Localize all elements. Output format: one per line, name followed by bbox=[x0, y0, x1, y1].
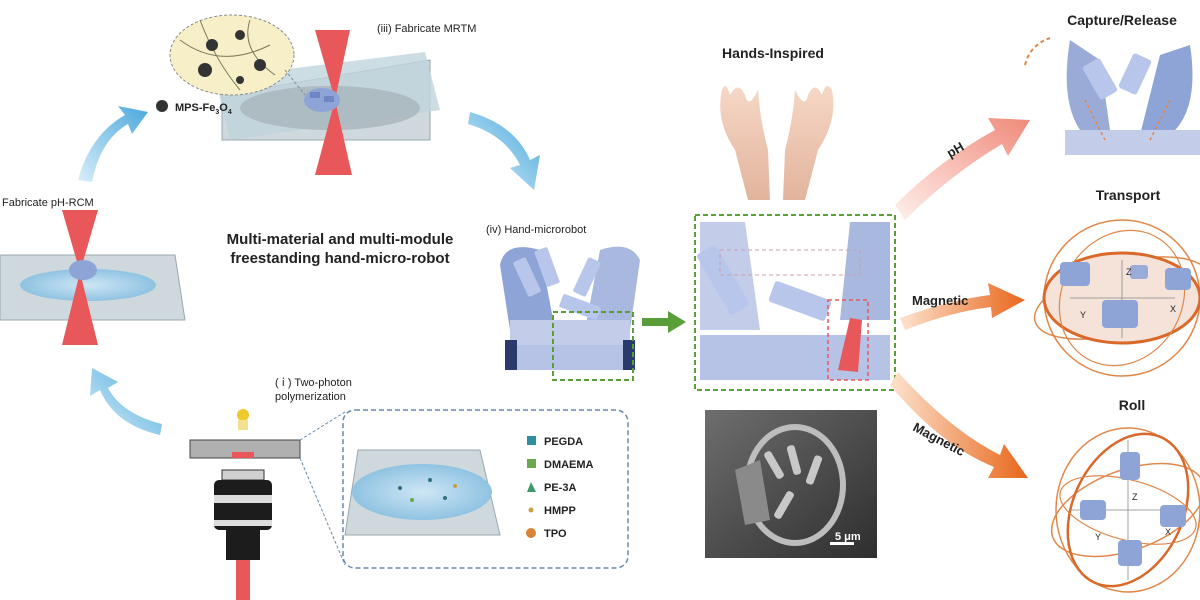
stimulus-arrows: pH Magnetic Magnetic bbox=[890, 118, 1030, 478]
legend-item-hmpp: HMPP bbox=[528, 505, 576, 517]
legend-label-dmaema: DMAEMA bbox=[544, 459, 594, 471]
capture-release-title: Capture/Release bbox=[1067, 12, 1177, 28]
roll-axis-y: Y bbox=[1095, 532, 1101, 542]
step-ii-group: Fabricate pH-RCM bbox=[0, 197, 186, 345]
sem-image: 5 μm bbox=[705, 410, 877, 558]
roll-axis-x: X bbox=[1165, 527, 1171, 537]
inset-resin-droplet bbox=[352, 464, 492, 520]
resin-droplet-ii bbox=[20, 269, 156, 301]
transport-axis-z: Z bbox=[1126, 267, 1132, 277]
center-title-line-1: Multi-material and multi-module bbox=[227, 231, 454, 248]
flow-arrow-ii-to-iii bbox=[78, 106, 148, 182]
flow-arrow-iii-to-iv bbox=[468, 112, 540, 190]
legend-item-pegda: PEGDA bbox=[527, 436, 583, 448]
transport-title: Transport bbox=[1096, 187, 1161, 203]
flow-arrow-i-to-ii bbox=[90, 368, 162, 435]
hand-microrobot-model bbox=[500, 246, 640, 381]
step-i-label-line-2: polymerization bbox=[275, 391, 346, 403]
scale-bar-label: 5 μm bbox=[835, 531, 861, 543]
legend-label-pegda: PEGDA bbox=[544, 436, 583, 448]
laser-beam-iii bbox=[315, 30, 350, 100]
transport-axis-x: X bbox=[1170, 304, 1176, 314]
legend-swatch-hmpp bbox=[528, 507, 534, 513]
legend-swatch-pe3a bbox=[527, 482, 536, 492]
legend-item-pe3a: PE-3A bbox=[527, 482, 576, 494]
step-i-group: ( ⅰ ) Two-photon polymerization PEGD bbox=[189, 377, 629, 600]
roll-axis-z: Z bbox=[1132, 492, 1138, 502]
center-title-line-2: freestanding hand-micro-robot bbox=[230, 250, 449, 267]
mps-label: MPS-Fe3O4 bbox=[175, 102, 232, 116]
zoom-box-small bbox=[552, 311, 634, 381]
step-ii-label: Fabricate pH-RCM bbox=[2, 197, 94, 209]
legend-label-hmpp: HMPP bbox=[544, 505, 576, 517]
magnetic-arrow-1 bbox=[900, 283, 1025, 330]
step-i-label-line-1: ( ⅰ ) Two-photon bbox=[275, 377, 352, 389]
magnetic-arrow-1-label: Magnetic bbox=[912, 293, 968, 308]
transport-axis-y: Y bbox=[1080, 310, 1086, 320]
hands-illustration bbox=[720, 86, 834, 200]
microscope-objective bbox=[189, 409, 301, 600]
laser-beam-ii bbox=[62, 210, 98, 272]
roll-title: Roll bbox=[1119, 397, 1145, 413]
micro-robot-ii bbox=[69, 260, 97, 280]
step-iii-label: (iii) Fabricate MRTM bbox=[377, 23, 476, 35]
zoom-arrow bbox=[642, 311, 686, 333]
micro-robot-iii bbox=[304, 88, 340, 112]
zoomed-hand-model bbox=[697, 222, 890, 381]
ph-arrow bbox=[895, 118, 1030, 220]
step-iv-group: (iv) Hand-microrobot bbox=[486, 224, 640, 381]
legend-swatch-dmaema bbox=[527, 459, 536, 468]
legend-label-pe3a: PE-3A bbox=[544, 482, 576, 494]
material-legend: PEGDA DMAEMA PE-3A HMPP TPO bbox=[526, 436, 594, 540]
mps-particle-icon bbox=[156, 100, 168, 112]
magnetic-arrow-2 bbox=[890, 372, 1028, 478]
step-iv-label: (iv) Hand-microrobot bbox=[486, 224, 586, 236]
legend-swatch-pegda bbox=[527, 436, 536, 445]
roll-group: Roll Z Y X bbox=[1050, 397, 1200, 593]
legend-item-dmaema: DMAEMA bbox=[527, 459, 594, 471]
hands-inspired-group: Hands-Inspired 5 μm bbox=[694, 45, 896, 558]
legend-swatch-tpo bbox=[526, 528, 536, 538]
legend-label-tpo: TPO bbox=[544, 528, 567, 540]
ph-responsive-module bbox=[838, 318, 862, 372]
step-iii-group: MPS-Fe3O4 (iii) Fabricate MRTM bbox=[156, 14, 476, 175]
transport-group: Transport Z Y X bbox=[1033, 187, 1200, 377]
hands-inspired-title: Hands-Inspired bbox=[722, 45, 824, 61]
capture-release-group: Capture/Release bbox=[1024, 12, 1200, 155]
legend-item-tpo: TPO bbox=[526, 528, 567, 540]
mps-zoom-bubble bbox=[169, 14, 306, 96]
